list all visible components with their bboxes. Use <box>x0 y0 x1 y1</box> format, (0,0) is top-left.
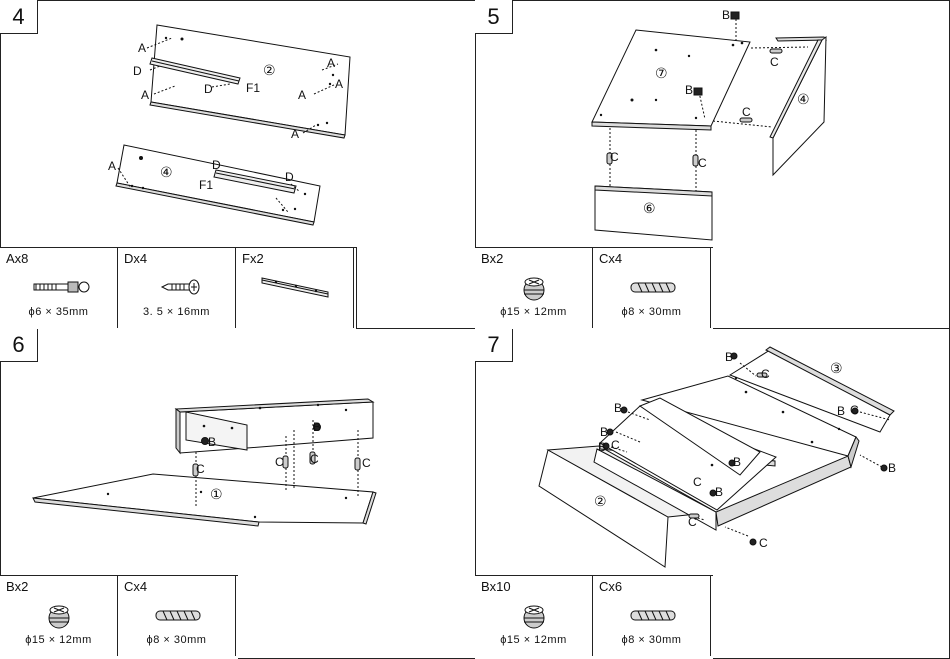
callout-label: C <box>275 455 284 469</box>
callout-label: B <box>837 404 846 418</box>
callout-label: C <box>850 403 859 417</box>
part-cell: Cx4 ϕ8 × 30mm <box>118 576 236 656</box>
part-cell: Bx2 ϕ15 × 12mm <box>475 248 593 328</box>
part-code: Cx6 <box>599 579 623 594</box>
panel-number: ② <box>263 63 276 79</box>
callout-label: A <box>335 77 344 91</box>
callout-label: B <box>733 455 742 469</box>
step-number: 5 <box>475 0 513 34</box>
callout-label: C <box>742 105 751 119</box>
callout-label: B <box>722 8 731 22</box>
callout-label: C <box>611 438 620 452</box>
part-size: 3. 5 × 16mm <box>143 306 210 318</box>
step-number: 4 <box>0 0 38 34</box>
panel-number: ③ <box>830 361 843 377</box>
part-size: ϕ15 × 12mm <box>500 634 567 646</box>
callout-label: D <box>133 64 142 78</box>
callout-label: F1 <box>246 81 261 95</box>
callout-label: D <box>285 170 294 184</box>
parts-table-step-4: Ax8 ϕ6 × 35mm Dx4 3. 5 × 16mm Fx2 <box>0 247 357 329</box>
callout-label: C <box>688 515 697 529</box>
callout-label: C <box>698 156 707 170</box>
part-size: ϕ15 × 12mm <box>25 634 92 646</box>
panel-7 <box>591 29 751 127</box>
callout-label: C <box>196 462 205 476</box>
panel-number: ⑦ <box>655 66 668 82</box>
part-code: Bx10 <box>481 579 511 594</box>
step-4-drawing <box>115 24 351 226</box>
callout-label: A <box>327 56 336 70</box>
callout-label: B <box>685 83 694 97</box>
part-size: ϕ6 × 35mm <box>28 306 89 318</box>
part-cell: Cx4 ϕ8 × 30mm <box>593 248 711 328</box>
callout-label: A <box>298 88 307 102</box>
part-code: Dx4 <box>124 251 148 266</box>
callout-label: D <box>204 82 213 96</box>
part-cell: Ax8 ϕ6 × 35mm <box>0 248 118 328</box>
callout-label: F1 <box>199 178 214 192</box>
part-code: Cx4 <box>599 251 623 266</box>
part-size: ϕ8 × 30mm <box>621 634 682 646</box>
part-code: Fx2 <box>242 251 264 266</box>
part-code: Bx2 <box>481 251 504 266</box>
step-6-drawing <box>32 398 377 527</box>
callout-label: A <box>141 88 150 102</box>
drawer-rail <box>213 169 297 194</box>
part-code: Bx2 <box>6 579 29 594</box>
part-code: Ax8 <box>6 251 29 266</box>
callout-label: C <box>770 55 779 69</box>
callout-label: B <box>208 435 217 449</box>
step-7-drawing <box>538 346 895 568</box>
callout-label: B <box>600 425 609 439</box>
panel-number: ④ <box>160 165 173 181</box>
panel-number: ② <box>594 494 607 510</box>
panel-number: ⑥ <box>643 201 656 217</box>
callout-label: C <box>610 150 619 164</box>
panel-1 <box>32 473 374 524</box>
part-size: ϕ8 × 30mm <box>621 306 682 318</box>
part-cell: Fx2 <box>236 248 354 328</box>
callout-label: B <box>725 350 734 364</box>
step-5-drawing <box>591 11 827 241</box>
drawer-bottom <box>599 405 777 511</box>
step-number: 6 <box>0 328 38 362</box>
callout-label: A <box>108 159 117 173</box>
part-cell: Bx2 ϕ15 × 12mm <box>0 576 118 656</box>
parts-table-step-6: Bx2 ϕ15 × 12mm Cx4 ϕ8 × 30mm <box>0 575 238 659</box>
part-code: Cx4 <box>124 579 148 594</box>
callout-label: C <box>310 452 319 466</box>
part-size: ϕ8 × 30mm <box>146 634 207 646</box>
callout-label: D <box>212 158 221 172</box>
callout-label: B <box>614 401 623 415</box>
callout-label: B <box>715 485 724 499</box>
callout-label: B <box>888 461 897 475</box>
step-number: 7 <box>475 328 513 362</box>
callout-label: A <box>138 41 147 55</box>
part-cell: Cx6 ϕ8 × 30mm <box>593 576 711 656</box>
parts-table-step-7: Bx10 ϕ15 × 12mm Cx6 ϕ8 × 30mm <box>475 575 713 659</box>
parts-table-step-5: Bx2 ϕ15 × 12mm Cx4 ϕ8 × 30mm <box>475 247 713 329</box>
callout-label: C <box>759 536 768 550</box>
callout-label: B <box>598 440 607 454</box>
panel-number: ① <box>210 487 223 503</box>
part-cell: Dx4 3. 5 × 16mm <box>118 248 236 328</box>
callout-label: C <box>362 456 371 470</box>
callout-label: C <box>693 475 702 489</box>
callout-label: B <box>313 420 322 434</box>
callout-label: C <box>761 367 770 381</box>
part-cell: Bx10 ϕ15 × 12mm <box>475 576 593 656</box>
callout-label: A <box>291 127 300 141</box>
part-size: ϕ15 × 12mm <box>500 306 567 318</box>
panel-number: ④ <box>797 92 810 108</box>
